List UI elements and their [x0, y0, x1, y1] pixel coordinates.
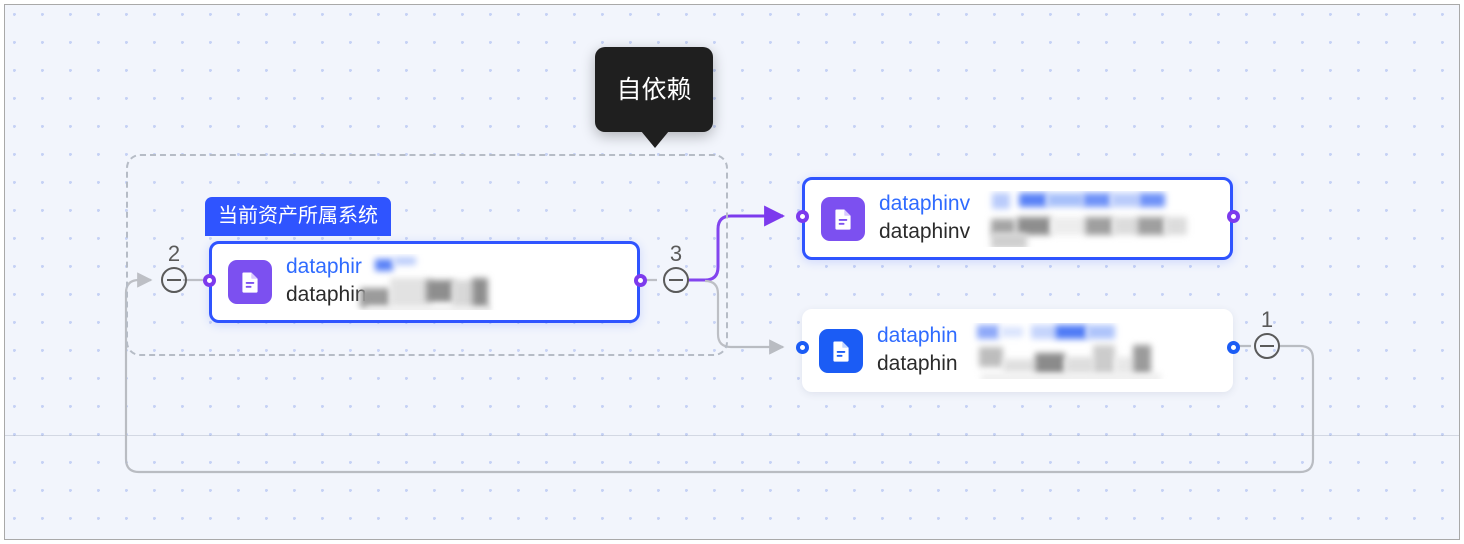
graph-canvas[interactable]: 当前资产所属系统 dataphir dataphin — [4, 4, 1460, 540]
node-title-downstream: dataphin — [877, 323, 958, 347]
port-downstream-right[interactable] — [1227, 341, 1240, 354]
node-subtitle-downstream: dataphin — [877, 351, 958, 375]
badge-count-right: 1 — [1260, 307, 1274, 332]
port-downstream-left[interactable] — [796, 341, 809, 354]
edge-current-to-streaming — [688, 205, 786, 282]
node-text-streaming: dataphinv dataphinv — [879, 191, 1214, 247]
tooltip-self-dependency: 自依赖 — [595, 47, 713, 132]
port-current-right[interactable] — [634, 274, 647, 287]
node-title-current-system: dataphir — [286, 255, 362, 278]
tooltip-text: 自依赖 — [616, 75, 692, 104]
node-subtitle-streaming: dataphinv — [879, 219, 971, 243]
port-streaming-left[interactable] — [796, 210, 809, 223]
collapse-toggle-middle[interactable] — [663, 267, 689, 293]
node-title-streaming: dataphinv — [879, 191, 971, 215]
badge-count-left: 2 — [167, 241, 181, 266]
document-icon — [819, 328, 863, 373]
node-downstream[interactable]: dataphin dataphin — [802, 309, 1233, 392]
node-text-downstream: dataphin dataphin — [877, 323, 1216, 379]
node-streaming[interactable]: dataphinv dataphinv — [802, 177, 1233, 260]
collapse-toggle-right[interactable] — [1254, 333, 1280, 359]
tooltip-arrow-icon — [641, 131, 669, 148]
node-current-system[interactable]: dataphir dataphin — [209, 241, 640, 323]
port-current-left[interactable] — [203, 274, 216, 287]
node-text-current-system: dataphir dataphin — [286, 254, 621, 310]
badge-count-middle: 3 — [669, 241, 683, 266]
port-streaming-right[interactable] — [1227, 210, 1240, 223]
node-tag-current-system: 当前资产所属系统 — [205, 197, 391, 236]
document-icon — [821, 196, 865, 241]
node-subtitle-current-system: dataphin — [286, 283, 367, 306]
collapse-toggle-left[interactable] — [161, 267, 187, 293]
document-icon — [228, 260, 272, 304]
